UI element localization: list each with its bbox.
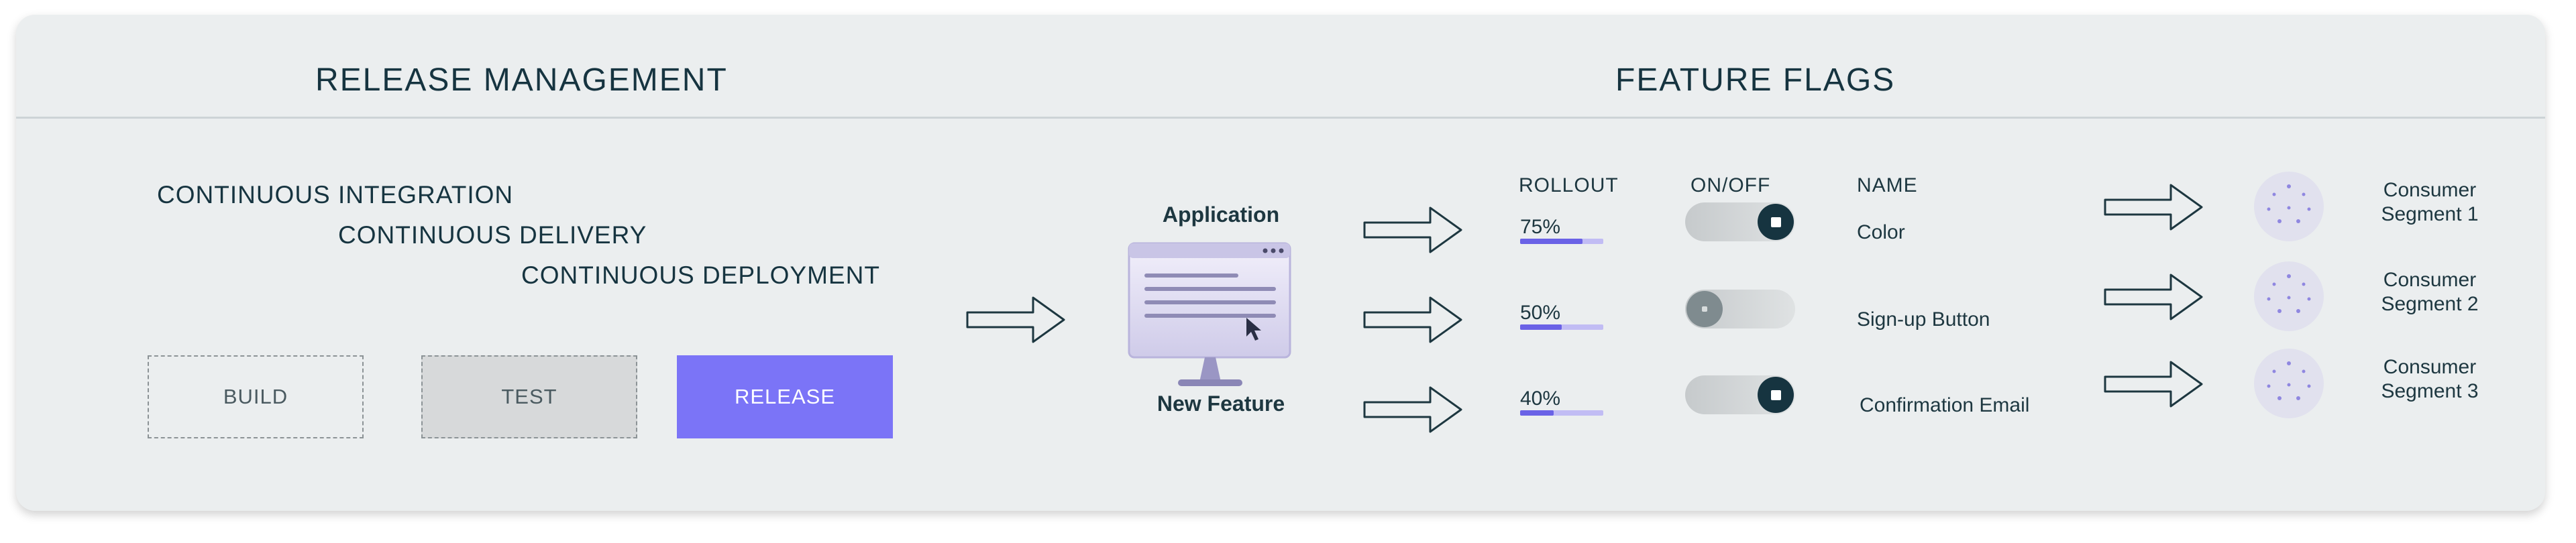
arrow-right-icon bbox=[1363, 296, 1462, 343]
new-feature-label: New Feature bbox=[1157, 391, 1285, 416]
rollout-percent: 40% bbox=[1520, 387, 1561, 410]
segment-line-1: Consumer bbox=[2383, 356, 2477, 378]
rollout-bar-fill bbox=[1520, 324, 1562, 330]
feature-flags-title: FEATURE FLAGS bbox=[1615, 62, 1896, 98]
toggle-knob-on bbox=[1758, 377, 1794, 413]
application-label: Application bbox=[1162, 202, 1280, 227]
header-divider bbox=[16, 117, 2545, 119]
practice-continuous-delivery: CONTINUOUS DELIVERY bbox=[338, 221, 647, 249]
segment-line-2: Segment 2 bbox=[2381, 293, 2479, 315]
stage-build: BUILD bbox=[148, 355, 364, 438]
practice-continuous-deployment: CONTINUOUS DEPLOYMENT bbox=[521, 261, 880, 289]
cursor-icon bbox=[1246, 318, 1261, 341]
consumer-segment-label: Consumer Segment 2 bbox=[2356, 268, 2504, 316]
arrow-right-icon bbox=[2104, 361, 2203, 408]
rollout-bar-fill bbox=[1520, 239, 1582, 244]
stage-release: RELEASE bbox=[677, 355, 893, 438]
user-cluster-icon bbox=[2254, 172, 2324, 241]
flag-toggle-color[interactable] bbox=[1685, 202, 1795, 241]
rollout-percent: 50% bbox=[1520, 302, 1561, 324]
column-onoff: ON/OFF bbox=[1690, 174, 1771, 196]
arrow-right-icon bbox=[966, 296, 1065, 343]
consumer-segment-label: Consumer Segment 1 bbox=[2356, 178, 2504, 227]
diagram-card: RELEASE MANAGEMENT FEATURE FLAGS CONTINU… bbox=[16, 15, 2545, 511]
arrow-right-icon bbox=[2104, 184, 2203, 231]
arrow-right-icon bbox=[1363, 206, 1462, 253]
flag-name: Color bbox=[1857, 221, 1905, 243]
toggle-knob-off bbox=[1686, 291, 1723, 327]
rollout-bar bbox=[1520, 239, 1603, 244]
segment-line-1: Consumer bbox=[2383, 179, 2477, 201]
column-name: NAME bbox=[1857, 174, 1918, 196]
stage-test: TEST bbox=[421, 355, 637, 438]
flag-name: Confirmation Email bbox=[1860, 394, 2030, 416]
flag-name: Sign-up Button bbox=[1857, 308, 1990, 330]
segment-line-2: Segment 3 bbox=[2381, 380, 2479, 402]
arrow-right-icon bbox=[1363, 386, 1462, 433]
user-cluster-icon bbox=[2254, 349, 2324, 418]
user-cluster-icon bbox=[2254, 261, 2324, 331]
flag-toggle-confirmation-email[interactable] bbox=[1685, 375, 1795, 414]
rollout-bar bbox=[1520, 324, 1603, 330]
monitor-icon bbox=[1128, 242, 1291, 386]
rollout-bar-fill bbox=[1520, 410, 1554, 416]
segment-line-2: Segment 1 bbox=[2381, 203, 2479, 225]
practice-continuous-integration: CONTINUOUS INTEGRATION bbox=[157, 181, 514, 208]
flag-toggle-signup-button[interactable] bbox=[1685, 290, 1795, 328]
rollout-percent: 75% bbox=[1520, 216, 1561, 238]
consumer-segment-label: Consumer Segment 3 bbox=[2356, 355, 2504, 404]
rollout-bar bbox=[1520, 410, 1603, 416]
segment-line-1: Consumer bbox=[2383, 269, 2477, 291]
arrow-right-icon bbox=[2104, 274, 2203, 320]
release-management-title: RELEASE MANAGEMENT bbox=[315, 62, 728, 98]
toggle-knob-on bbox=[1758, 204, 1794, 240]
column-rollout: ROLLOUT bbox=[1519, 174, 1619, 196]
